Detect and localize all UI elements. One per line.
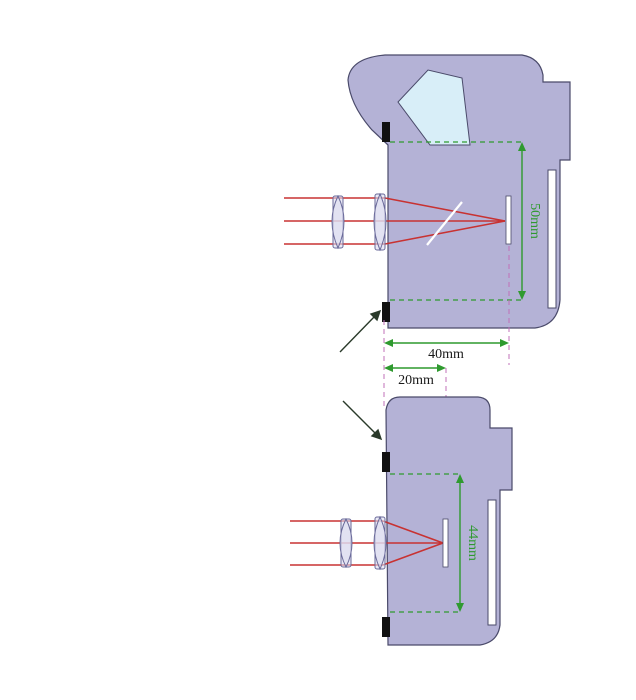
slr-mount-bottom xyxy=(382,302,390,322)
slr-depth-dimension: 40mm xyxy=(384,339,509,362)
slr-body xyxy=(347,54,571,329)
mirrorless-light-rays xyxy=(290,520,444,566)
slr-height-dimension: 50mm xyxy=(390,141,542,301)
mirror-icon xyxy=(426,201,463,246)
sensor-icon xyxy=(442,518,449,568)
mirrorless-rear-panel xyxy=(487,499,497,626)
mirrorless-depth-dimension: 20mm xyxy=(384,364,446,388)
slr-mount-top xyxy=(382,122,390,142)
mirrorless-height-dimension: 44mm xyxy=(390,473,480,613)
mirrorless-mount-bottom xyxy=(382,617,390,637)
slr-depth-label: 40mm xyxy=(428,347,464,362)
mirrorless-height-label: 44mm xyxy=(465,525,480,561)
mirrorless-depth-label: 20mm xyxy=(398,373,434,388)
mirrorless-body xyxy=(385,396,513,646)
mirrorless-mount-top xyxy=(382,452,390,472)
slr-camera: 50mm xyxy=(284,54,571,329)
slr-height-label: 50mm xyxy=(527,203,542,239)
lens-icon xyxy=(339,515,387,571)
mirrorless-camera: 44mm xyxy=(290,396,513,646)
arrow-icon xyxy=(339,309,383,441)
sensor-icon xyxy=(505,195,512,245)
slr-rear-panel xyxy=(547,169,557,309)
lens-icon xyxy=(331,192,387,252)
prism-icon xyxy=(397,69,471,146)
